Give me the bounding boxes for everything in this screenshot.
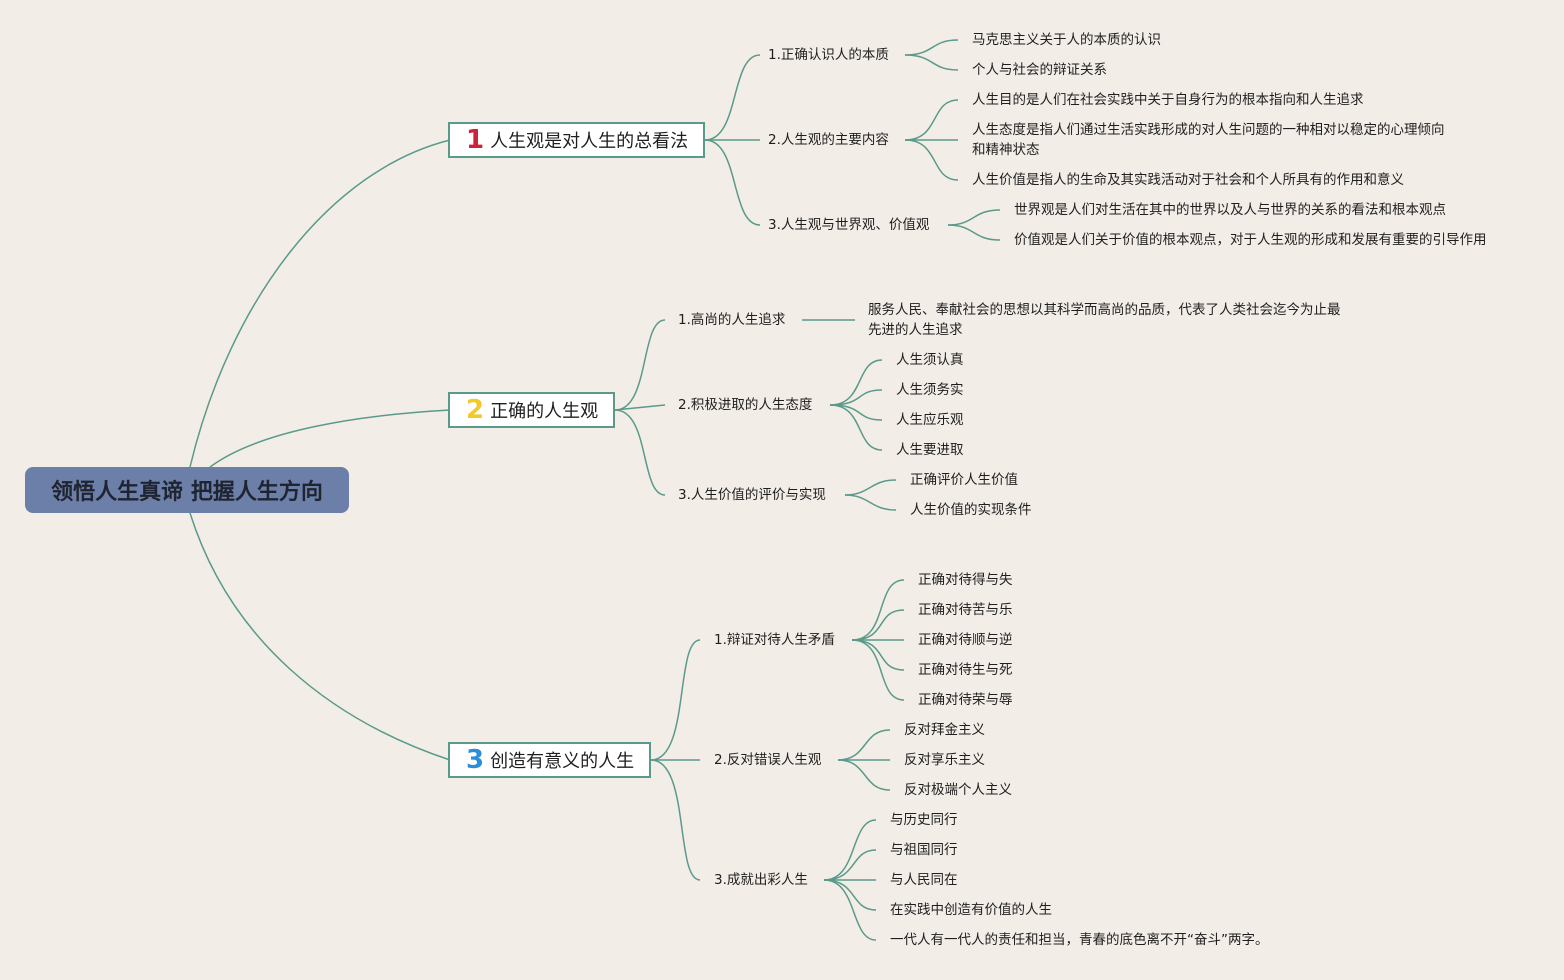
- branch-1[interactable]: 1 人生观是对人生的总看法: [448, 122, 705, 158]
- topic-1-2[interactable]: 2.人生观的主要内容: [768, 132, 889, 148]
- branch-2[interactable]: 2 正确的人生观: [448, 392, 615, 428]
- topic-3-1[interactable]: 1.辩证对待人生矛盾: [714, 632, 835, 648]
- leaf-2-1-1-cont: 先进的人生追求: [868, 322, 963, 338]
- topic-3-3[interactable]: 3.成就出彩人生: [714, 872, 808, 888]
- leaf-3-3-1[interactable]: 与历史同行: [890, 812, 958, 828]
- number-badge-3: 3: [466, 745, 485, 775]
- leaf-3-3-3[interactable]: 与人民同在: [890, 872, 958, 888]
- leaf-2-3-1[interactable]: 正确评价人生价值: [910, 472, 1018, 488]
- branch-3-title: 创造有意义的人生: [490, 751, 635, 772]
- leaf-1-2-1[interactable]: 人生目的是人们在社会实践中关于自身行为的根本指向和人生追求: [972, 92, 1364, 108]
- leaf-3-1-4[interactable]: 正确对待生与死: [918, 662, 1013, 678]
- branch-3[interactable]: 3 创造有意义的人生: [448, 742, 651, 778]
- leaf-1-2-2[interactable]: 人生态度是指人们通过生活实践形成的对人生问题的一种相对以稳定的心理倾向: [972, 122, 1445, 138]
- leaf-1-1-1[interactable]: 马克思主义关于人的本质的认识: [972, 32, 1161, 48]
- leaf-2-2-3[interactable]: 人生应乐观: [896, 412, 964, 428]
- leaf-1-3-1[interactable]: 世界观是人们对生活在其中的世界以及人与世界的关系的看法和根本观点: [1014, 202, 1446, 218]
- leaf-3-2-2[interactable]: 反对享乐主义: [904, 752, 985, 768]
- leaf-1-3-2[interactable]: 价值观是人们关于价值的根本观点，对于人生观的形成和发展有重要的引导作用: [1014, 232, 1487, 248]
- leaf-3-1-2[interactable]: 正确对待苦与乐: [918, 602, 1013, 618]
- leaf-1-2-2-cont: 和精神状态: [972, 142, 1040, 158]
- central-topic-label: 领悟人生真谛 把握人生方向: [51, 480, 323, 505]
- leaf-1-1-2[interactable]: 个人与社会的辩证关系: [972, 62, 1107, 78]
- leaf-3-3-5[interactable]: 一代人有一代人的责任和担当，青春的底色离不开“奋斗”两字。: [890, 932, 1269, 948]
- leaf-3-2-3[interactable]: 反对极端个人主义: [904, 782, 1012, 798]
- topic-2-1[interactable]: 1.高尚的人生追求: [678, 312, 786, 328]
- topic-1-3[interactable]: 3.人生观与世界观、价值观: [768, 217, 930, 233]
- topic-1-1[interactable]: 1.正确认识人的本质: [768, 47, 889, 63]
- leaf-3-3-2[interactable]: 与祖国同行: [890, 842, 958, 858]
- leaf-2-2-4[interactable]: 人生要进取: [896, 442, 964, 458]
- leaf-3-1-1[interactable]: 正确对待得与失: [918, 572, 1013, 588]
- leaf-3-2-1[interactable]: 反对拜金主义: [904, 722, 985, 738]
- leaf-1-2-3[interactable]: 人生价值是指人的生命及其实践活动对于社会和个人所具有的作用和意义: [972, 172, 1404, 188]
- branch-1-title: 人生观是对人生的总看法: [490, 131, 689, 152]
- topic-2-2[interactable]: 2.积极进取的人生态度: [678, 397, 813, 413]
- leaf-2-2-2[interactable]: 人生须务实: [896, 382, 964, 398]
- topic-2-3[interactable]: 3.人生价值的评价与实现: [678, 487, 826, 503]
- leaf-3-1-5[interactable]: 正确对待荣与辱: [918, 692, 1013, 708]
- topic-3-2[interactable]: 2.反对错误人生观: [714, 752, 822, 768]
- leaf-2-1-1[interactable]: 服务人民、奉献社会的思想以其科学而高尚的品质，代表了人类社会迄今为止最: [868, 302, 1341, 318]
- branch-2-title: 正确的人生观: [490, 401, 599, 422]
- leaf-2-2-1[interactable]: 人生须认真: [896, 352, 964, 368]
- number-badge-2: 2: [466, 395, 485, 425]
- leaf-3-3-4[interactable]: 在实践中创造有价值的人生: [890, 902, 1052, 918]
- leaf-3-1-3[interactable]: 正确对待顺与逆: [918, 632, 1013, 648]
- number-badge-1: 1: [466, 125, 485, 155]
- leaf-2-3-2[interactable]: 人生价值的实现条件: [910, 502, 1032, 518]
- central-topic[interactable]: 领悟人生真谛 把握人生方向: [25, 467, 349, 513]
